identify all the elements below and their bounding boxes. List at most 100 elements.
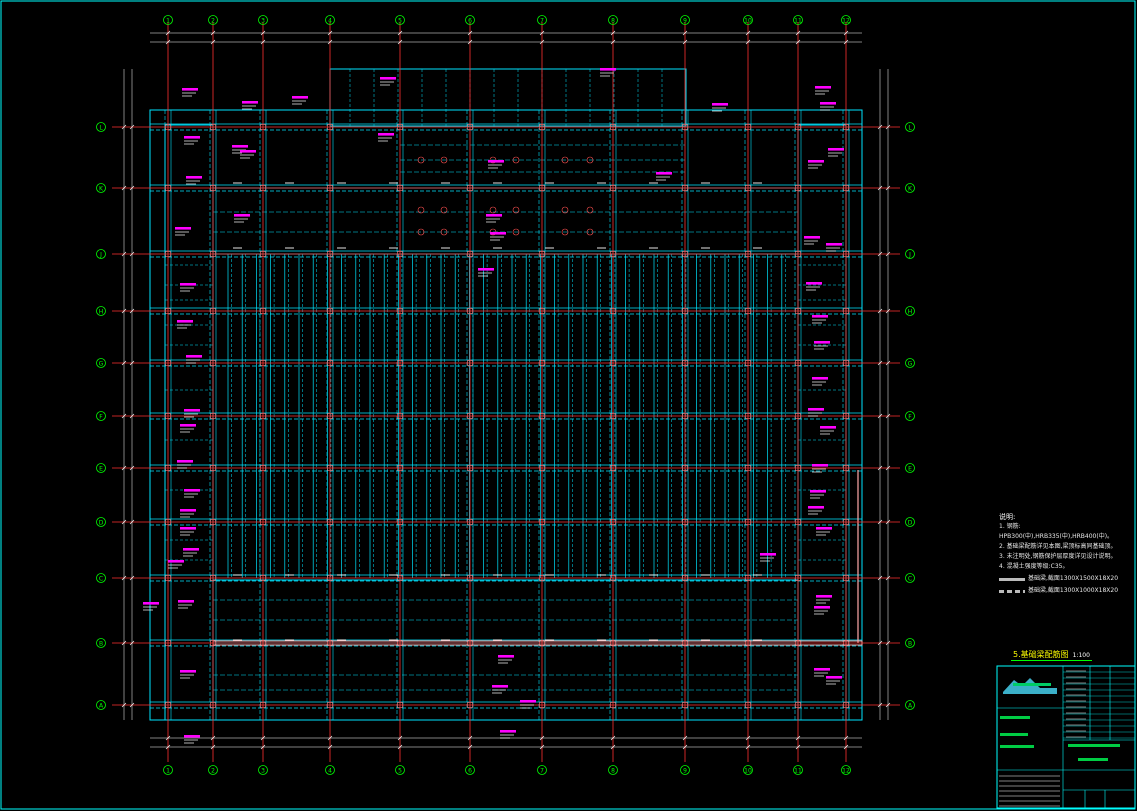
beam-tag [814, 606, 830, 609]
grid-y-right-label: D [908, 519, 913, 526]
dimension-tick [165, 39, 171, 45]
dimension-tick [539, 735, 545, 741]
grid-x-top-bubble [841, 15, 851, 25]
grid-y-left-bubble [96, 122, 106, 132]
dimension-tick [121, 185, 127, 191]
grid-y-right-bubble [905, 122, 915, 132]
beam-tag [186, 176, 202, 179]
beam-tag [826, 243, 842, 246]
beam-tag [177, 460, 193, 463]
grid-y-right-label: L [908, 124, 912, 131]
note-line-1: 1. 钢筋: HPB300(中),HRB335(中),HRB400(中)。 [999, 523, 1114, 540]
dimension-tick [877, 465, 883, 471]
beam-tag [180, 670, 196, 673]
grid-x-top-bubble [743, 15, 753, 25]
beam-tag [292, 96, 308, 99]
dimension-tick [165, 735, 171, 741]
dimension-tick [210, 39, 216, 45]
dimension-tick [129, 640, 135, 646]
grid-y-right-bubble [905, 700, 915, 710]
beam-tag [520, 700, 536, 703]
pile-marker [586, 228, 594, 236]
grid-x-top-label: 3 [261, 17, 265, 24]
grid-x-bottom-bubble [465, 765, 475, 775]
dimension-tick [877, 360, 883, 366]
note-line-2: 2. 基础梁配筋详见本图,梁顶标高同基础顶。 [999, 543, 1117, 550]
pile-marker [489, 206, 497, 214]
legend-dashed-label: 基础梁,截面1300X1000X18X20 [1028, 587, 1119, 594]
beam-tag [478, 268, 494, 271]
dimension-tick [121, 360, 127, 366]
dimension-tick [467, 744, 473, 750]
beam-tag [184, 136, 200, 139]
beam-tag [808, 506, 824, 509]
grid-y-right-bubble [905, 358, 915, 368]
grid-x-top-label: 5 [398, 17, 402, 24]
legend-solid-swatch [999, 577, 1025, 581]
grid-x-bottom-label: 7 [540, 767, 544, 774]
beam-tag [143, 602, 159, 605]
beam-tag [184, 489, 200, 492]
pile-marker [417, 156, 425, 164]
grid-y-right-bubble [905, 249, 915, 259]
beam-tag [177, 320, 193, 323]
dimension-tick [877, 124, 883, 130]
pile-marker [440, 228, 448, 236]
plan-scale: 1:100 [1072, 652, 1090, 659]
dimension-tick [885, 308, 891, 314]
grid-y-left-label: F [99, 413, 103, 420]
dimension-tick [467, 735, 473, 741]
grid-x-top-label: 10 [744, 17, 752, 24]
beam-tag [180, 509, 196, 512]
pile-marker [440, 156, 448, 164]
dimension-tick [210, 744, 216, 750]
dimension-tick [129, 251, 135, 257]
dimension-tick [165, 30, 171, 36]
pile-marker [586, 206, 594, 214]
grid-y-left-bubble [96, 517, 106, 527]
dimension-tick [885, 124, 891, 130]
beam-tag [820, 426, 836, 429]
dimension-tick [397, 744, 403, 750]
dimension-tick [121, 465, 127, 471]
pile-marker [561, 156, 569, 164]
dimension-tick [885, 185, 891, 191]
grid-x-bottom-bubble [793, 765, 803, 775]
dimension-tick [843, 735, 849, 741]
grid-x-bottom-bubble [537, 765, 547, 775]
dimension-tick [877, 185, 883, 191]
dimension-tick [129, 185, 135, 191]
grid-y-left-bubble [96, 411, 106, 421]
beam-tag [184, 735, 200, 738]
beam-tag [184, 409, 200, 412]
grid-x-top-label: 8 [611, 17, 615, 24]
beam-tag [810, 490, 826, 493]
grid-y-right-label: B [908, 640, 912, 647]
beam-annotations [143, 68, 844, 744]
note-line-4: 4. 混凝土强度等级:C35。 [999, 563, 1069, 570]
grid-x-top-bubble [465, 15, 475, 25]
beam-tag [183, 548, 199, 551]
dimension-tick [539, 744, 545, 750]
dimension-tick [539, 39, 545, 45]
grid-y-right-bubble [905, 411, 915, 421]
grid-x-bottom-bubble [395, 765, 405, 775]
grid-x-top-bubble [258, 15, 268, 25]
title-block [996, 665, 1136, 809]
grid-y-left-bubble [96, 638, 106, 648]
dimension-tick [539, 30, 545, 36]
dimension-tick [210, 30, 216, 36]
dimension-tick [121, 640, 127, 646]
beam-tag [186, 355, 202, 358]
beam-tag [808, 160, 824, 163]
dimension-tick [682, 30, 688, 36]
dimension-tick [397, 735, 403, 741]
beam-tag [816, 527, 832, 530]
grid-x-bottom-bubble [743, 765, 753, 775]
beam-tag [828, 148, 844, 151]
grid-x-top-bubble [325, 15, 335, 25]
grid-x-top-bubble [680, 15, 690, 25]
dimension-tick [327, 735, 333, 741]
grid-x-top-bubble [163, 15, 173, 25]
